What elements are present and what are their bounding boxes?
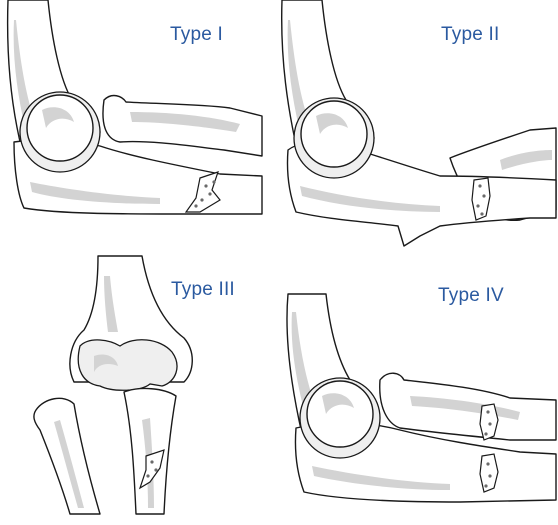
panel-label-type-3: Type III xyxy=(171,279,235,300)
panel-type-2-illustration xyxy=(281,0,557,247)
panel-label-type-2: Type II xyxy=(441,24,500,45)
panel-type-3-illustration xyxy=(33,255,193,515)
panel-type-1-illustration xyxy=(6,0,263,215)
panel-label-type-1: Type I xyxy=(170,24,223,45)
panel-label-type-4: Type IV xyxy=(438,285,504,306)
panel-type-4-illustration xyxy=(286,293,557,503)
